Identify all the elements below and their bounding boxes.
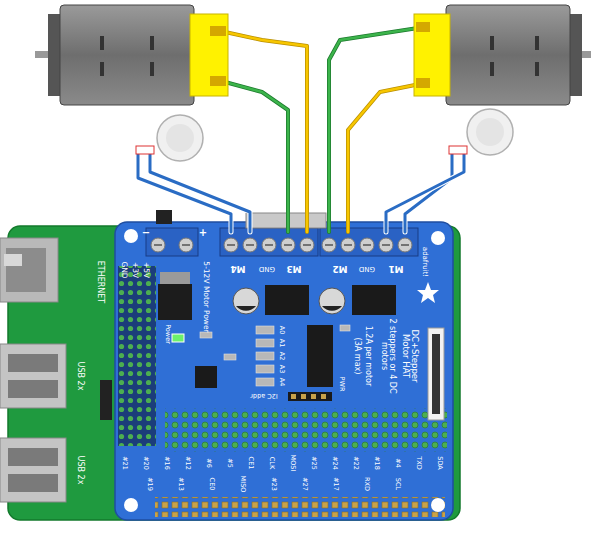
pin-label: #27 — [302, 477, 309, 491]
screw-slot — [154, 244, 162, 246]
pin-label: #21 — [122, 456, 129, 470]
pin-label: CE0 — [209, 478, 216, 491]
address-pad-label: A1 — [279, 339, 286, 348]
screw — [322, 238, 336, 252]
disc-motor — [136, 115, 203, 161]
address-pad-label: A4 — [279, 378, 286, 387]
pin-label: #24 — [332, 456, 339, 470]
screw-slot — [363, 244, 371, 246]
pin-label: #19 — [147, 477, 154, 491]
board-text: USB 2x — [76, 362, 84, 391]
pin-label: #12 — [185, 456, 192, 470]
address-pad-label: A0 — [279, 326, 286, 335]
terminal-label: GND — [259, 264, 275, 271]
screw-slot — [303, 244, 311, 246]
dc-motor — [414, 5, 591, 105]
screw-slot — [344, 244, 352, 246]
pin-label: SCL — [395, 478, 402, 490]
terminal-label: M3 — [286, 263, 301, 272]
rail-label: +5V — [142, 262, 150, 278]
terminal-label: M1 — [388, 263, 403, 272]
screw-slot — [182, 244, 190, 246]
pin-label: #17 — [333, 477, 340, 491]
polarity-mark: + — [199, 228, 207, 239]
screw — [360, 238, 374, 252]
pin-label: MISO — [240, 476, 247, 493]
board-text: ETHERNET — [96, 261, 104, 304]
pin-label: #18 — [374, 456, 381, 470]
polarity-mark: − — [142, 228, 150, 239]
motor-hat-board — [115, 210, 453, 520]
screw-terminals — [146, 213, 418, 256]
brand-label: adafruit! — [420, 247, 427, 277]
screw — [300, 238, 314, 252]
screw — [281, 238, 295, 252]
screw — [379, 238, 393, 252]
board-text: (3A max) — [353, 338, 361, 375]
address-pad-label: A2 — [279, 352, 286, 361]
board-text: USB 2x — [76, 456, 84, 485]
pin-label: CE1 — [248, 457, 255, 470]
screw — [341, 238, 355, 252]
board-text: 1.2A per motor — [364, 326, 372, 387]
screw — [243, 238, 257, 252]
pin-label: CLK — [269, 457, 276, 469]
screw — [151, 238, 165, 252]
pin-label: #20 — [143, 456, 150, 470]
screw — [179, 238, 193, 252]
pin-label: #25 — [311, 456, 318, 470]
address-pad-label: A3 — [279, 365, 286, 374]
address-label: I2C addr — [250, 393, 278, 400]
pin-label: #22 — [353, 456, 360, 470]
pin-label: RXD — [364, 477, 371, 491]
disc-motor — [449, 109, 513, 155]
jumper-label: PWR — [339, 377, 346, 392]
screw — [262, 238, 276, 252]
pin-label: #16 — [164, 456, 171, 470]
screw — [224, 238, 238, 252]
terminal-label: GND — [359, 264, 375, 271]
screw-slot — [265, 244, 273, 246]
screw-slot — [246, 244, 254, 246]
dc-motor — [35, 5, 228, 105]
screw-slot — [382, 244, 390, 246]
screw — [398, 238, 412, 252]
pin-label: #13 — [178, 477, 185, 491]
power-label: 5-12V Motor Power — [202, 261, 210, 332]
screw-slot — [325, 244, 333, 246]
terminal-label: M2 — [332, 263, 347, 272]
rail-label: GND — [120, 261, 128, 278]
board-text: 2 steppers or 4 DC motors — [380, 316, 397, 396]
pin-label: #23 — [271, 477, 278, 491]
pin-label: SDA — [437, 456, 444, 469]
pin-label: #4 — [395, 458, 402, 468]
pin-label: #5 — [227, 458, 234, 468]
screw-slot — [401, 244, 409, 246]
rail-label: +3V — [131, 262, 139, 278]
screw-slot — [284, 244, 292, 246]
led-label: Power — [165, 324, 172, 344]
terminal-label: M4 — [230, 263, 245, 272]
screw-slot — [227, 244, 235, 246]
pin-label: TXD — [416, 456, 423, 469]
pin-label: #6 — [206, 458, 213, 468]
board-text: DC+Stepper Motor HAT — [401, 316, 419, 396]
pin-label: MOSI — [290, 455, 297, 472]
